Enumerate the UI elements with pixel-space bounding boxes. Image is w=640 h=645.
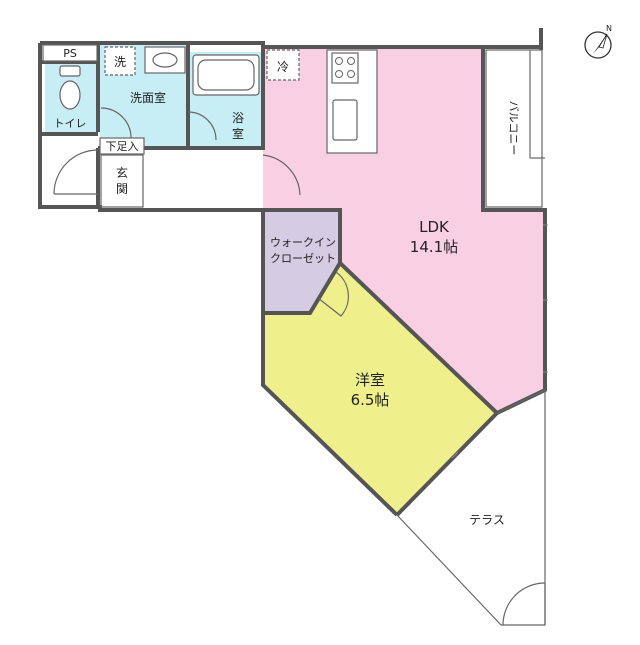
bedroom-wall <box>261 210 399 517</box>
ps-label: PS <box>63 47 77 60</box>
closet-label-1: ウォークイン <box>270 236 336 249</box>
washroom-door-swing <box>100 107 132 139</box>
entrance-step <box>100 154 144 208</box>
shoe-cabinet <box>99 137 145 155</box>
shoe-label: 下足入 <box>106 140 139 153</box>
closet-area <box>263 210 340 313</box>
burner-icon <box>347 70 355 78</box>
burner-icon <box>335 70 343 78</box>
ldk-size: 14.1帖 <box>410 238 458 256</box>
closet-door-swing <box>317 271 349 317</box>
entrance-label-1: 玄 <box>116 165 128 180</box>
terrace-door-swing <box>502 582 546 626</box>
toilet-label: トイレ <box>54 117 87 130</box>
toilet-tank-icon <box>59 65 81 77</box>
entrance-label-2: 関 <box>116 182 128 196</box>
bath-label-1: 浴 <box>232 111 244 125</box>
stove <box>331 52 359 84</box>
front-door-swing <box>53 149 99 195</box>
hall-door-swing <box>262 154 301 196</box>
burner-icon <box>347 57 355 65</box>
terrace-label: テラス <box>469 513 505 527</box>
bath-door-swing <box>187 111 217 141</box>
washer-space <box>104 46 136 76</box>
balcony-outline <box>485 49 543 208</box>
terrace-edge <box>396 514 502 626</box>
bedroom-name: 洋室 <box>355 371 385 389</box>
ldk-bedroom-wall <box>338 261 499 415</box>
north-arrow-icon: N <box>584 24 612 59</box>
toilet-bowl-icon <box>59 80 81 110</box>
bath-label-2: 室 <box>232 126 244 141</box>
basin-icon <box>152 52 178 68</box>
fridge-label: 冷 <box>277 60 289 74</box>
burner-icon <box>335 57 343 65</box>
washer-label: 洗 <box>114 55 126 69</box>
ps-box <box>42 44 98 62</box>
balcony-label: バルコニー <box>507 101 520 156</box>
washroom-label: 洗面室 <box>130 90 166 105</box>
kitchen-sink <box>332 99 358 141</box>
bedroom-area <box>263 263 497 515</box>
closet-label-2: クローゼット <box>270 252 336 265</box>
bedroom-size: 6.5帖 <box>351 391 390 409</box>
bedroom-terrace-wall <box>395 411 499 517</box>
terrace-outline <box>496 389 546 626</box>
window-marks <box>451 224 548 459</box>
ldk-name: LDK <box>419 218 450 236</box>
fridge-space <box>266 49 300 81</box>
bathtub-inner <box>197 59 255 91</box>
north-label: N <box>606 24 612 33</box>
